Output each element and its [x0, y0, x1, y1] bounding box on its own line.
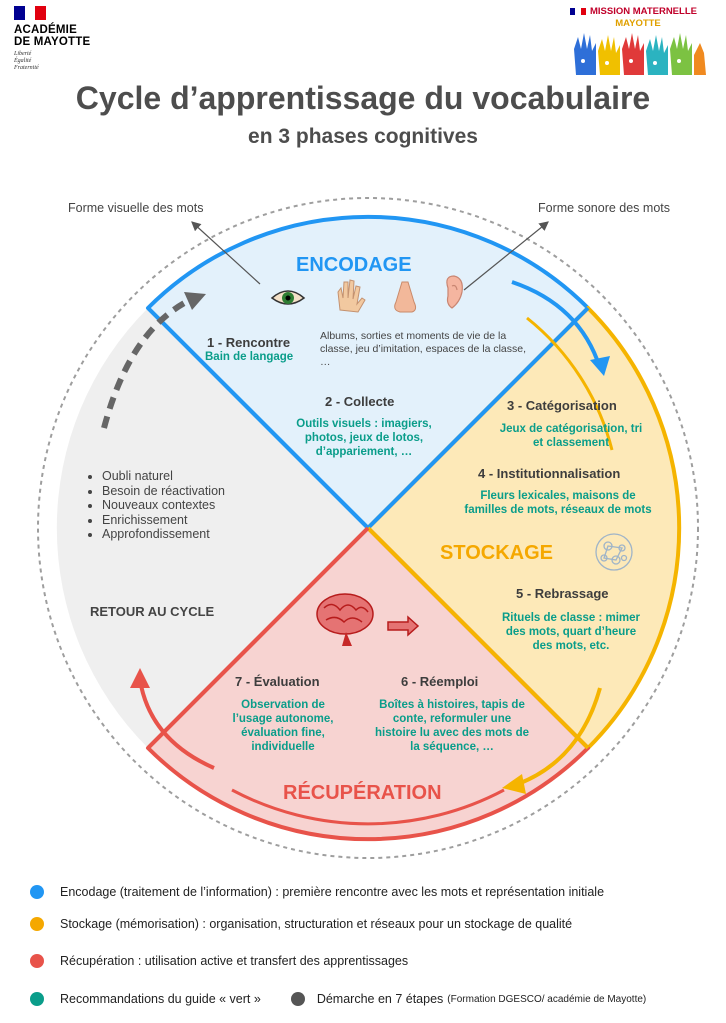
- green-dot-icon: [30, 992, 44, 1006]
- encodage-label: ENCODAGE: [296, 254, 412, 276]
- mission-subtitle: MAYOTTE: [615, 18, 661, 29]
- arrow-head-grey: [184, 292, 206, 310]
- legend-bottom: Recommandations du guide « vert » Démarc…: [30, 992, 646, 1006]
- retour-label: RETOUR AU CYCLE: [90, 604, 215, 619]
- arrow-recuperation-to-retour: [138, 679, 215, 770]
- legend-green-text: Recommandations du guide « vert »: [60, 992, 261, 1006]
- phase-7-title: 7 - Évaluation: [235, 674, 320, 689]
- arrow-encodage-to-stockage: [511, 280, 602, 369]
- phase-3-subtitle: Jeux de catégorisation, tri et classemen…: [499, 423, 643, 449]
- retour-quadrant: [56, 308, 369, 748]
- retour-list: Oubli naturel Besoin de réactivation Nou…: [80, 469, 225, 542]
- retour-item: Enrichissement: [102, 513, 225, 528]
- phase-2-title: 2 - Collecte: [325, 394, 395, 409]
- orange-dot-icon: [30, 917, 44, 931]
- phase-7-subtitle: Observation de l’usage autonome, évaluat…: [232, 699, 334, 753]
- forme-visuelle-label: Forme visuelle des mots: [68, 201, 204, 215]
- page-subtitle: en 3 phases cognitives: [248, 125, 478, 148]
- ear-icon: [446, 275, 463, 309]
- nose-icon: [394, 281, 417, 313]
- network-icon: [595, 533, 633, 571]
- phase-1-description: Albums, sorties et moments de vie de la …: [320, 330, 527, 368]
- grey-dot-icon: [290, 992, 305, 1006]
- stockage-inner-arc: [526, 316, 614, 451]
- forme-sonore-label: Forme sonore des mots: [538, 201, 670, 215]
- phase-1-title: 1 - Rencontre: [207, 335, 291, 350]
- french-flag-icon: [14, 6, 47, 20]
- stockage-label: STOCKAGE: [440, 542, 553, 564]
- colored-hands-icon: [574, 33, 706, 75]
- recuperation-label: RÉCUPÉRATION: [283, 782, 442, 804]
- phase-3-title: 3 - Catégorisation: [507, 398, 617, 413]
- brain-icon: [316, 593, 374, 646]
- arrow-forme-sonore: [463, 221, 549, 291]
- eye-icon: [270, 290, 306, 305]
- mission-maternelle-logo: MISSION MATERNELLE MAYOTTE: [568, 6, 708, 82]
- phase-6-subtitle: Boîtes à histoires, tapis de conte, refo…: [374, 699, 530, 753]
- encodage-quadrant: [146, 214, 590, 530]
- academie-name: ACADÉMIE DE MAYOTTE: [14, 24, 91, 48]
- retour-item: Besoin de réactivation: [102, 484, 225, 499]
- legend-recuperation: Récupération : utilisation active et tra…: [30, 954, 408, 968]
- recuperation-inner-arc: [231, 788, 505, 826]
- mini-flag-icon: [570, 8, 586, 15]
- arrow-forme-visuelle: [191, 221, 261, 285]
- phase-2-subtitle: Outils visuels : imagiers, photos, jeux …: [296, 418, 432, 458]
- retour-item: Oubli naturel: [102, 469, 225, 484]
- blue-dot-icon: [30, 885, 44, 899]
- phase-5-title: 5 - Rebrassage: [516, 586, 609, 601]
- phase-6-title: 6 - Réemploi: [401, 674, 479, 689]
- phase-4-subtitle: Fleurs lexicales, maisons de familles de…: [464, 490, 652, 516]
- legend-grey-text: Démarche en 7 étapes: [316, 992, 444, 1006]
- phase-1-subtitle: Bain de langage: [205, 351, 294, 363]
- arrow-retour-to-encodage: [101, 297, 192, 429]
- retour-item: Approfondissement: [102, 527, 225, 542]
- red-dot-icon: [30, 954, 44, 968]
- arrow-head-blue: [590, 356, 610, 376]
- stockage-outline: [366, 526, 590, 750]
- hand-icon: [337, 279, 366, 313]
- recuperation-outline: [146, 526, 370, 750]
- small-right-arrow-icon: [387, 615, 420, 637]
- recuperation-quadrant: [146, 526, 590, 842]
- retour-item: Nouveaux contextes: [102, 498, 225, 513]
- mission-title: MISSION MATERNELLE: [590, 6, 697, 17]
- arrow-stockage-to-recuperation: [517, 687, 602, 786]
- arrow-head-orange: [502, 774, 526, 794]
- outer-dashed-circle: [37, 197, 699, 859]
- legend-encodage: Encodage (traitement de l’information) :…: [30, 885, 604, 899]
- legend-stockage: Stockage (mémorisation) : organisation, …: [30, 917, 572, 931]
- arrow-head-red: [130, 668, 150, 688]
- legend-grey-small: (Formation DGESCO/ académie de Mayotte): [447, 993, 647, 1005]
- phase-5-subtitle: Rituels de classe : mimer des mots, quar…: [501, 612, 641, 652]
- phase-4-title: 4 - Institutionnalisation: [478, 466, 621, 481]
- page-title: Cycle d’apprentissage du vocabulaire: [75, 80, 651, 116]
- encodage-outline: [146, 306, 590, 530]
